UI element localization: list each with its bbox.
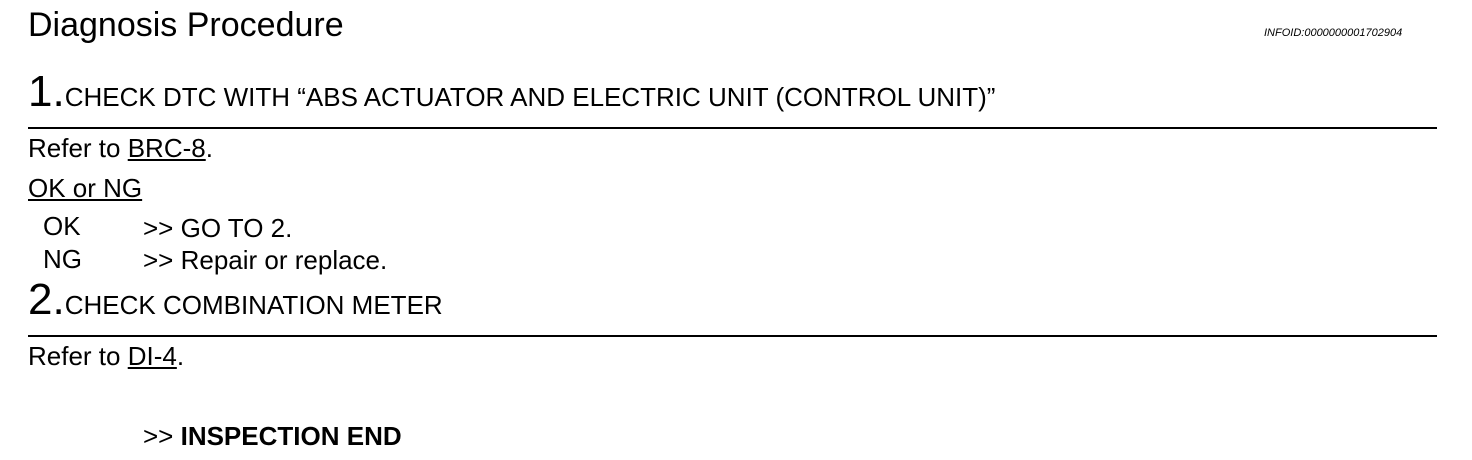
step-2-refer: Refer to DI-4. <box>28 341 184 371</box>
step-2-refer-prefix: Refer to <box>28 341 128 371</box>
brc-8-link[interactable]: BRC-8 <box>127 133 206 163</box>
step-2-heading: 2.CHECK COMBINATION METER <box>28 275 443 330</box>
di-4-link[interactable]: DI-4 <box>127 341 177 371</box>
inspection-end-prefix: >> <box>143 421 181 451</box>
info-id: INFOID:0000000001702904 <box>1264 27 1403 39</box>
ok-label: OK <box>43 211 81 241</box>
result-label: OK or NG <box>28 173 143 203</box>
step-1-refer-suffix: . <box>205 133 213 163</box>
inspection-end-text: INSPECTION END <box>180 421 402 451</box>
step-1-refer-prefix: Refer to <box>28 133 128 163</box>
step-2-title: CHECK COMBINATION METER <box>64 290 443 320</box>
step-2-refer-suffix: . <box>176 341 185 371</box>
step-1-number: 1. <box>28 67 65 116</box>
step-1-title: CHECK DTC WITH “ABS ACTUATOR AND ELECTRI… <box>64 82 996 112</box>
ng-label: NG <box>43 244 82 274</box>
step-2-number: 2. <box>28 275 65 324</box>
page-title: Diagnosis Procedure <box>28 6 344 44</box>
inspection-end: >> INSPECTION END <box>143 421 402 451</box>
step-2-divider <box>28 335 1437 337</box>
step-1-refer: Refer to BRC-8. <box>28 133 213 163</box>
step-1-heading: 1.CHECK DTC WITH “ABS ACTUATOR AND ELECT… <box>28 67 996 122</box>
ng-action: >> Repair or replace. <box>143 245 388 275</box>
ok-action: >> GO TO 2. <box>143 213 293 243</box>
step-1-divider <box>28 127 1437 129</box>
